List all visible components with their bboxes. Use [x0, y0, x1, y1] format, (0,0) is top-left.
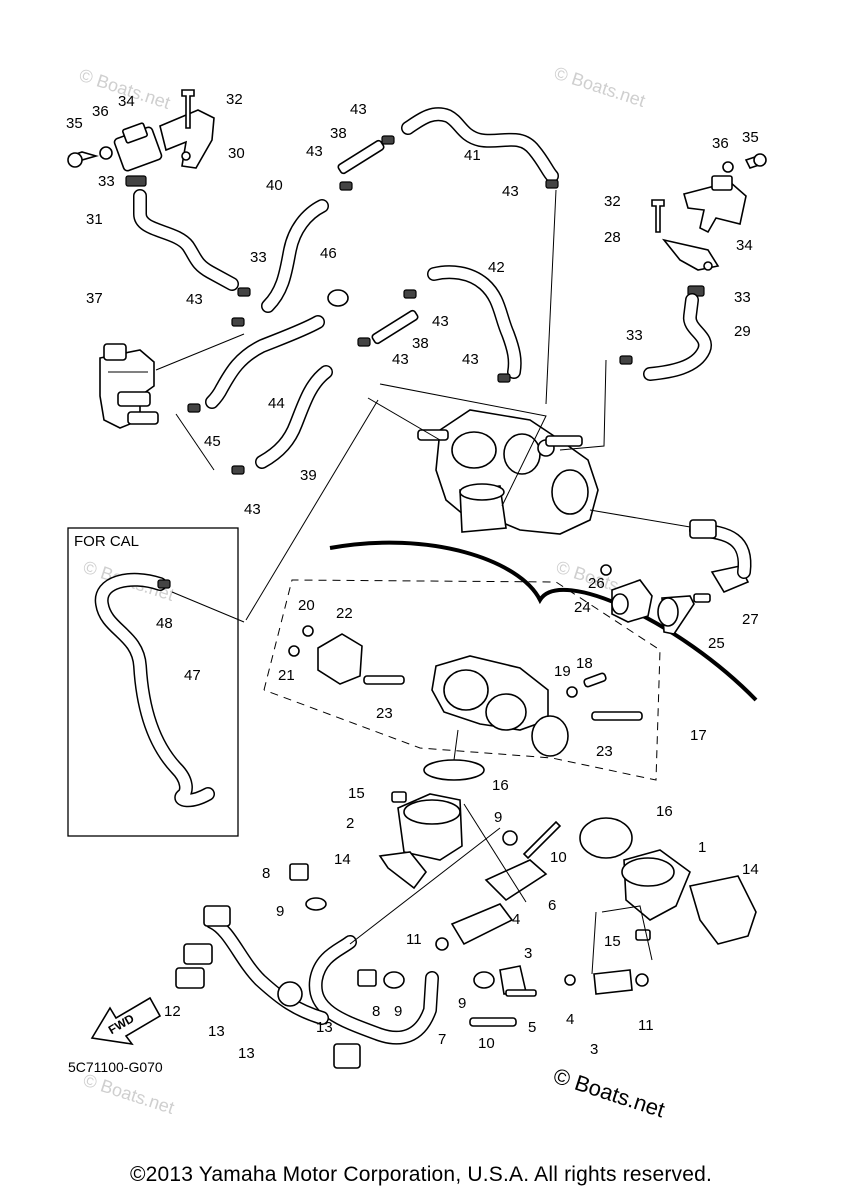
- callout-6: 6: [548, 897, 556, 914]
- callout-43b: 43: [306, 143, 323, 160]
- air-induction-valve: [99, 343, 159, 429]
- callout-34b: 34: [736, 237, 753, 254]
- callout-2: 2: [346, 815, 354, 832]
- callout-43f: 43: [392, 351, 409, 368]
- callout-23a: 23: [376, 705, 393, 722]
- callout-24: 24: [574, 599, 591, 616]
- fwd-arrow: FWD: [90, 996, 162, 1046]
- callout-43h: 43: [244, 501, 261, 518]
- callout-41: 41: [464, 147, 481, 164]
- callout-1: 1: [698, 839, 706, 856]
- callout-20: 20: [298, 597, 315, 614]
- callout-38a: 38: [330, 125, 347, 142]
- callout-8a: 8: [262, 865, 270, 882]
- callout-31: 31: [86, 211, 103, 228]
- leader-lines-upper: [155, 189, 697, 623]
- boats-net-brand: © Boats.net: [550, 1063, 667, 1122]
- callout-40: 40: [266, 177, 283, 194]
- callout-8b: 8: [372, 1003, 380, 1020]
- hoses-upper: [133, 107, 712, 475]
- callout-29: 29: [734, 323, 751, 340]
- callout-43c: 43: [502, 183, 519, 200]
- for-cal-label: FOR CAL: [74, 533, 139, 550]
- watermark-5: © Boats.net: [81, 1070, 177, 1118]
- callout-21: 21: [278, 667, 295, 684]
- group-bracket: [329, 540, 758, 702]
- callout-16a: 16: [492, 777, 509, 794]
- callout-33b: 33: [734, 289, 751, 306]
- watermark-2: © Boats.net: [552, 63, 648, 111]
- callout-30: 30: [228, 145, 245, 162]
- callout-19: 19: [554, 663, 571, 680]
- callout-4b: 4: [566, 1011, 574, 1028]
- callout-22: 22: [336, 605, 353, 622]
- callout-10a: 10: [550, 849, 567, 866]
- callout-39: 39: [300, 467, 317, 484]
- throttle-body-exploded: [288, 625, 643, 757]
- callout-34a: 34: [118, 93, 135, 110]
- callout-33a: 33: [98, 173, 115, 190]
- callout-16b: 16: [656, 803, 673, 820]
- leader-lines-lower: [349, 729, 653, 975]
- callout-14b: 14: [742, 861, 759, 878]
- callout-43e: 43: [432, 313, 449, 330]
- callout-13c: 13: [238, 1045, 255, 1062]
- callout-35a: 35: [66, 115, 83, 132]
- callout-44: 44: [268, 395, 285, 412]
- callout-43d: 43: [186, 291, 203, 308]
- callout-46: 46: [320, 245, 337, 262]
- callout-14a: 14: [334, 851, 351, 868]
- callout-11b: 11: [638, 1017, 654, 1034]
- callout-13a: 13: [208, 1023, 225, 1040]
- callout-48: 48: [156, 615, 173, 632]
- callout-15b: 15: [604, 933, 621, 950]
- callout-9b: 9: [276, 903, 284, 920]
- callout-32b: 32: [604, 193, 621, 210]
- callout-43a: 43: [350, 101, 367, 118]
- callout-47: 47: [184, 667, 201, 684]
- callout-11a: 11: [406, 931, 422, 948]
- for-cal-box: FOR CAL: [67, 527, 239, 837]
- callout-9a: 9: [494, 809, 502, 826]
- callout-9c: 9: [394, 1003, 402, 1020]
- callout-5: 5: [528, 1019, 536, 1036]
- sensor-cluster-right: [600, 519, 752, 635]
- callout-3b: 3: [590, 1041, 598, 1058]
- callout-35b: 35: [742, 129, 759, 146]
- lower-components: [175, 759, 757, 1069]
- callout-10b: 10: [478, 1035, 495, 1052]
- callout-15a: 15: [348, 785, 365, 802]
- callout-7: 7: [438, 1031, 446, 1048]
- callout-4a: 4: [512, 911, 520, 928]
- callout-9d: 9: [458, 995, 466, 1012]
- callout-3a: 3: [524, 945, 532, 962]
- callout-37: 37: [86, 290, 103, 307]
- callout-32a: 32: [226, 91, 243, 108]
- callout-33c: 33: [250, 249, 267, 266]
- callout-33d: 33: [626, 327, 643, 344]
- diagram-code: 5C71100-G070: [68, 1059, 163, 1075]
- exploded-group-outline: [263, 579, 661, 781]
- callout-25: 25: [708, 635, 725, 652]
- sensor-assembly-left: [67, 89, 215, 187]
- throttle-body-top: [417, 409, 599, 535]
- callout-42: 42: [488, 259, 505, 276]
- callout-27: 27: [742, 611, 759, 628]
- callout-18: 18: [576, 655, 593, 672]
- callout-43g: 43: [462, 351, 479, 368]
- callout-23b: 23: [596, 743, 613, 760]
- callout-17: 17: [690, 727, 707, 744]
- copyright-notice: ©2013 Yamaha Motor Corporation, U.S.A. A…: [129, 1163, 713, 1186]
- sensor-assembly-right: [651, 153, 767, 297]
- callout-28: 28: [604, 229, 621, 246]
- callout-26: 26: [588, 575, 605, 592]
- callout-36a: 36: [92, 103, 109, 120]
- callout-45: 45: [204, 433, 221, 450]
- callout-12: 12: [164, 1003, 181, 1020]
- callout-13b: 13: [316, 1019, 333, 1036]
- callout-36b: 36: [712, 135, 729, 152]
- callout-38b: 38: [412, 335, 429, 352]
